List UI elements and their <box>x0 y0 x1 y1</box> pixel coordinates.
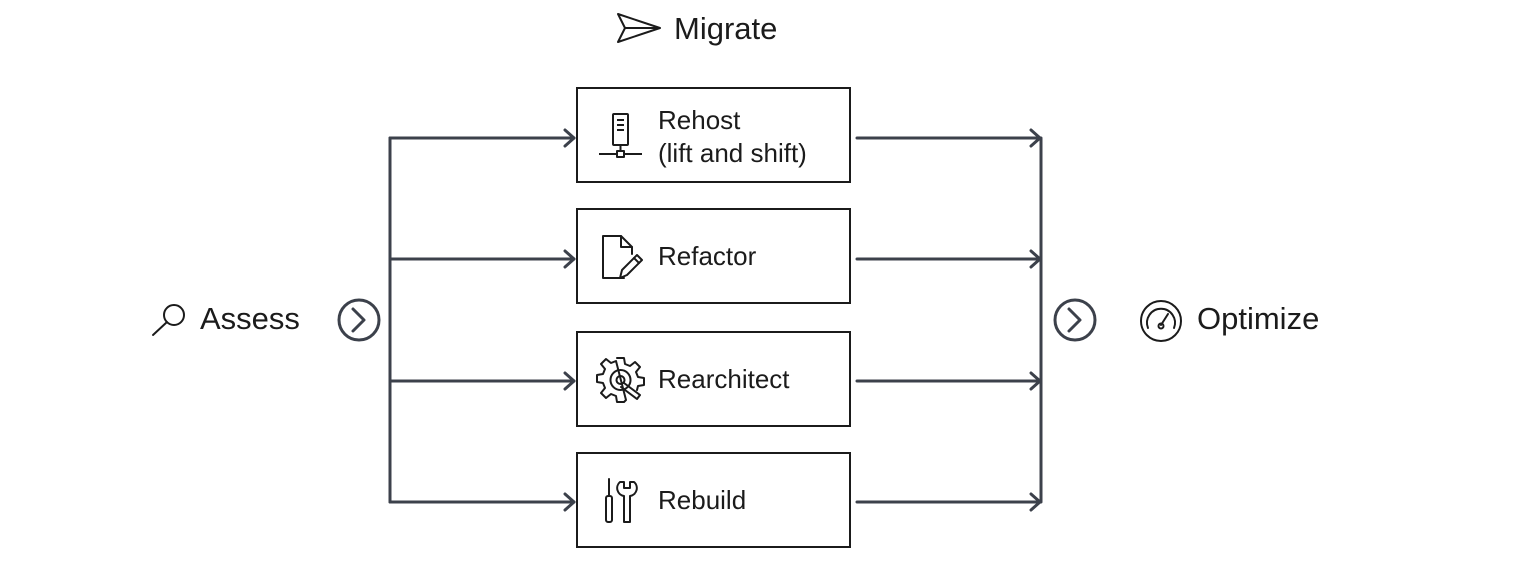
assess-chevron-circle-icon <box>337 298 381 342</box>
tools-icon <box>605 478 638 523</box>
step-label-rehost: Rehost (lift and shift) <box>658 104 807 170</box>
step-box-rearchitect: Rearchitect <box>576 331 851 427</box>
gauge-icon <box>1140 300 1182 342</box>
search-icon <box>152 304 185 336</box>
arrowhead-rearchitect-in <box>563 371 576 391</box>
step-label-rearchitect: Rearchitect <box>658 364 790 394</box>
assess-label: Assess <box>200 301 300 336</box>
assess-chevron-right-icon <box>351 307 366 333</box>
step-box-refactor: Refactor <box>576 208 851 304</box>
step-label-rehost-line1: Rehost <box>658 105 741 135</box>
arrowhead-rehost-in <box>563 128 576 148</box>
optimize-label: Optimize <box>1197 301 1320 336</box>
step-label-rehost-line2: (lift and shift) <box>658 138 807 168</box>
step-label-refactor: Refactor <box>658 241 757 271</box>
gear-wrench-icon <box>596 357 645 403</box>
edit-document-icon <box>602 235 643 279</box>
arrowhead-rebuild-in <box>563 492 576 512</box>
arrowhead-refactor-in <box>563 249 576 269</box>
step-label-rebuild: Rebuild <box>658 485 747 515</box>
optimize-chevron-right-icon <box>1067 307 1082 333</box>
step-box-rehost: Rehost (lift and shift) <box>576 87 851 183</box>
migrate-label: Migrate <box>674 11 778 46</box>
step-box-rebuild: Rebuild <box>576 452 851 548</box>
paper-plane-icon <box>617 13 661 43</box>
optimize-chevron-circle-icon <box>1053 298 1097 342</box>
server-icon <box>599 113 642 158</box>
